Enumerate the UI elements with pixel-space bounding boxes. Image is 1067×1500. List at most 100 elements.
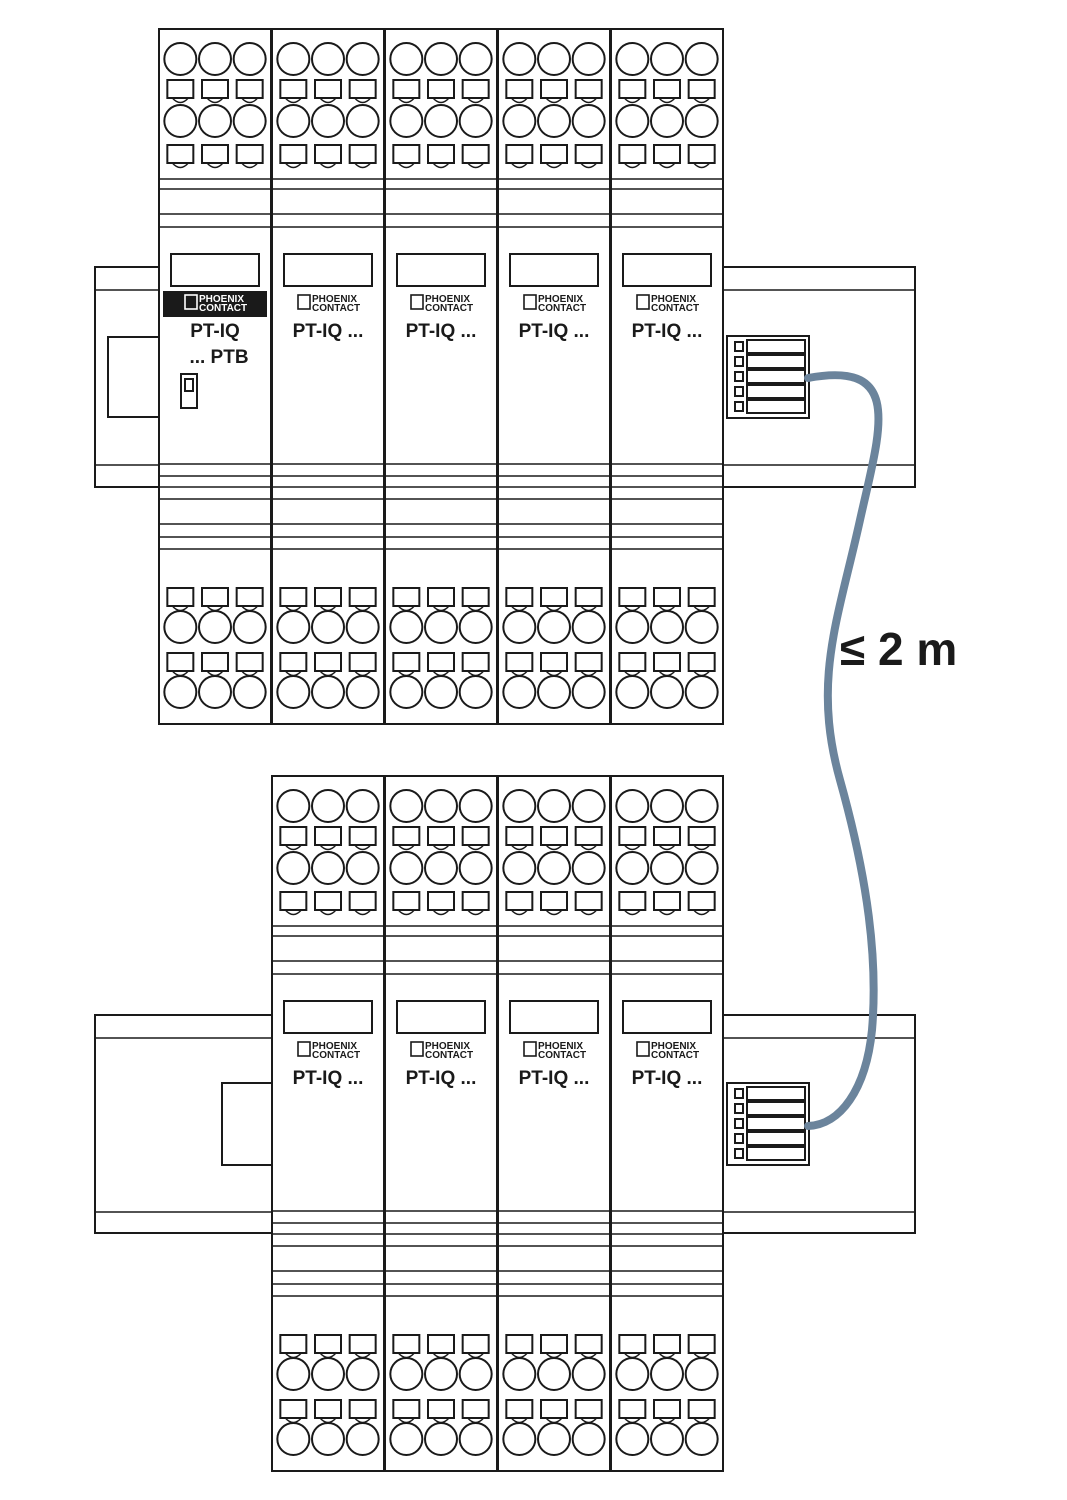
terminal-screw — [389, 42, 424, 76]
terminal-clamp-lip — [397, 97, 415, 104]
terminal-clamp — [201, 144, 229, 164]
terminal-clamp — [392, 79, 421, 99]
label-window — [396, 1000, 486, 1034]
terminal-clamp — [279, 891, 308, 911]
terminal-screw — [232, 610, 267, 644]
label-window — [170, 253, 260, 287]
logo-text-line1: PHOENIX — [538, 1041, 583, 1052]
terminal-clamp — [427, 587, 455, 607]
terminal-clamp — [687, 891, 716, 911]
logo-text-line2: CONTACT — [538, 1050, 586, 1061]
terminal-screw — [311, 104, 345, 138]
terminal-clamp — [279, 79, 308, 99]
terminal-clamp — [314, 826, 342, 846]
pt-iq-module: PHOENIXCONTACTPT-IQ ... — [497, 28, 611, 725]
terminal-clamp — [427, 144, 455, 164]
terminal-clamp — [279, 1399, 308, 1419]
logo-text-line1: PHOENIX — [651, 294, 696, 305]
terminal-screw — [571, 104, 606, 138]
terminal-screw — [537, 675, 571, 709]
terminal-screw — [198, 42, 232, 76]
terminal-screw — [232, 42, 267, 76]
terminal-clamp — [618, 144, 647, 164]
terminal-clamp — [279, 587, 308, 607]
terminal-screw — [424, 610, 458, 644]
terminal-clamp — [461, 826, 490, 846]
terminal-clamp — [279, 1334, 308, 1354]
terminal-clamp — [687, 1334, 716, 1354]
terminal-screw — [345, 1422, 380, 1456]
terminal-screw — [458, 610, 493, 644]
terminal-clamp — [618, 1334, 647, 1354]
module-name: PT-IQ ... — [406, 1068, 477, 1089]
terminal-screw — [276, 1422, 311, 1456]
terminal-clamp — [574, 652, 603, 672]
terminal-screw — [424, 675, 458, 709]
terminal-screw — [276, 851, 311, 885]
terminal-clamp — [505, 652, 534, 672]
terminal-screw — [458, 42, 493, 76]
terminal-clamp — [201, 587, 229, 607]
terminal-screw — [537, 789, 571, 823]
connector-pin — [734, 341, 744, 352]
terminal-clamp — [461, 1334, 490, 1354]
connector-pin — [734, 1148, 744, 1159]
terminal-screw — [389, 789, 424, 823]
connector-pin — [734, 386, 744, 397]
terminal-clamp — [461, 1399, 490, 1419]
terminal-clamp — [653, 1399, 681, 1419]
terminal-clamp — [461, 587, 490, 607]
connector-pin — [734, 401, 744, 412]
terminal-screw — [571, 42, 606, 76]
terminal-clamp — [505, 1399, 534, 1419]
terminal-clamp — [392, 891, 421, 911]
connector-lever — [746, 369, 806, 384]
terminal-screw — [345, 1357, 380, 1391]
connector-pin — [734, 1103, 744, 1114]
logo-text-line2: CONTACT — [312, 1050, 360, 1061]
terminal-clamp-lip — [693, 162, 711, 169]
terminal-screw — [458, 1357, 493, 1391]
terminal-clamp — [653, 79, 681, 99]
logo-text-line2: CONTACT — [651, 1050, 699, 1061]
terminal-clamp — [201, 652, 229, 672]
terminal-clamp-lip — [467, 844, 485, 851]
terminal-clamp — [392, 652, 421, 672]
terminal-screw — [684, 610, 719, 644]
terminal-clamp — [574, 1334, 603, 1354]
terminal-clamp — [427, 891, 455, 911]
terminal-screw — [615, 1357, 650, 1391]
terminal-screw — [424, 789, 458, 823]
terminal-screw — [311, 851, 345, 885]
terminal-screw — [276, 42, 311, 76]
terminal-screw — [537, 104, 571, 138]
connector-lever — [746, 399, 806, 414]
terminal-clamp — [505, 826, 534, 846]
logo-icon — [297, 294, 311, 310]
terminal-clamp-lip — [319, 162, 337, 169]
module-name-line2: ... PTB — [189, 347, 248, 368]
terminal-clamp-lip — [545, 844, 563, 851]
terminal-clamp — [540, 587, 568, 607]
terminal-clamp — [427, 1334, 455, 1354]
terminal-clamp — [653, 826, 681, 846]
terminal-clamp — [540, 826, 568, 846]
terminal-clamp — [314, 1334, 342, 1354]
logo-icon — [523, 294, 537, 310]
terminal-screw — [571, 1422, 606, 1456]
connector-pin — [734, 356, 744, 367]
terminal-clamp — [618, 652, 647, 672]
terminal-screw — [650, 104, 684, 138]
terminal-clamp — [166, 587, 195, 607]
connector-lever — [746, 1101, 806, 1116]
terminal-screw — [650, 1357, 684, 1391]
connector-lever — [746, 339, 806, 354]
terminal-clamp-lip — [284, 844, 302, 851]
terminal-screw — [571, 610, 606, 644]
terminal-clamp — [540, 652, 568, 672]
terminal-screw — [615, 851, 650, 885]
terminal-clamp-lip — [510, 909, 528, 916]
